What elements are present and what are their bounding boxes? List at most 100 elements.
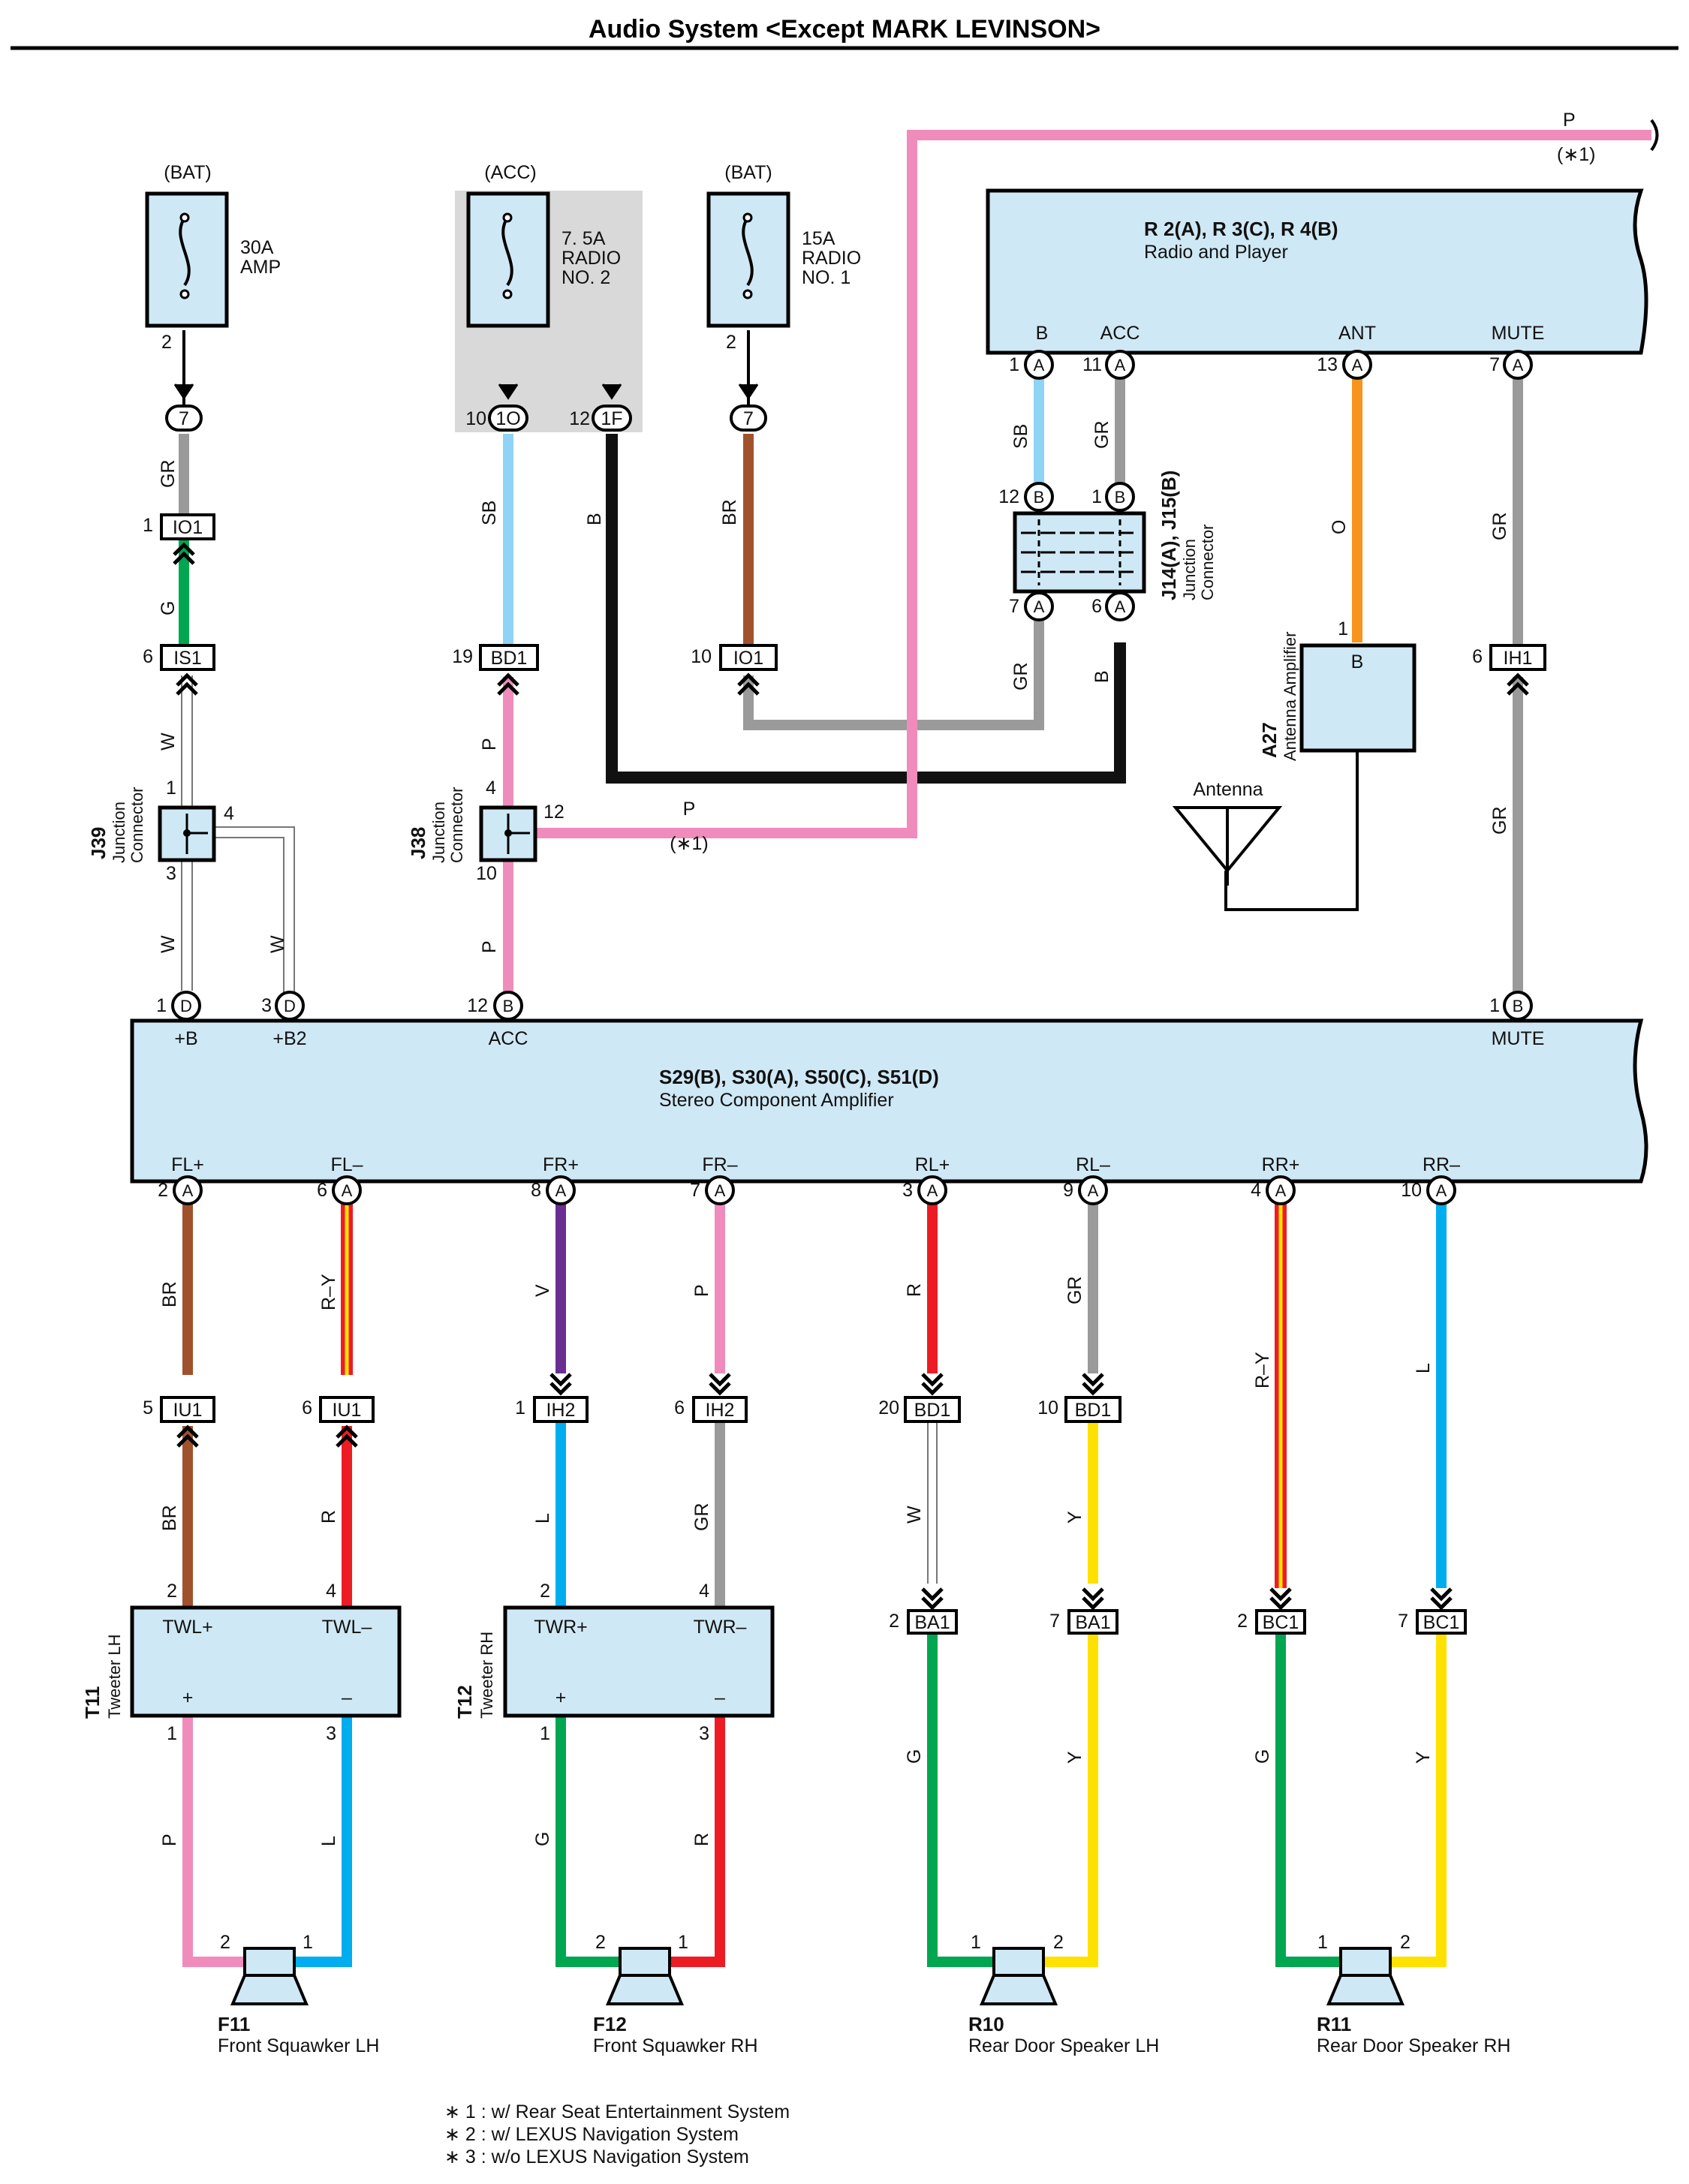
svg-text:IH1: IH1 [1504, 648, 1533, 669]
conn-1f: 12 1F [569, 405, 632, 432]
svg-text:R: R [318, 1510, 339, 1524]
svg-text:10: 10 [691, 646, 712, 667]
amp-pin-b2: 3 D [261, 991, 305, 1021]
j38-note: (∗1) [670, 833, 709, 854]
svg-text:A: A [715, 1181, 726, 1200]
svg-text:L: L [532, 1513, 553, 1524]
svg-text:2: 2 [220, 1932, 230, 1953]
svg-text:V: V [532, 1284, 553, 1297]
speaker-f12-code: F12 [593, 2013, 627, 2035]
conn-io1-amp: 1 IO1 [143, 513, 215, 564]
svg-text:BD1: BD1 [914, 1400, 951, 1421]
footnote-1: ∗ 1 : w/ Rear Seat Entertainment System [444, 2101, 790, 2122]
wire-w-rl [927, 1421, 938, 1584]
radio-p-label: P [1563, 110, 1576, 131]
conn-7-radio1: 7 [730, 405, 767, 432]
fuse-radio1-rating: 15A [802, 228, 835, 249]
svg-text:BC1: BC1 [1423, 1612, 1460, 1633]
svg-text:R: R [904, 1283, 925, 1297]
svg-text:2: 2 [1400, 1932, 1411, 1953]
wire-p-rse [534, 130, 1651, 838]
svg-text:D: D [284, 997, 296, 1015]
conn-iu1-a: 5 IU1 [143, 1396, 215, 1446]
svg-text:2: 2 [595, 1932, 606, 1953]
svg-text:7: 7 [743, 408, 754, 429]
wire-break-mark [1650, 119, 1659, 152]
svg-text:GR: GR [691, 1503, 712, 1532]
svg-text:2: 2 [167, 1581, 177, 1602]
svg-text:+: + [555, 1687, 567, 1708]
conn-bd1-rl-minus: 10 BD1 [1037, 1374, 1121, 1423]
wire-g-rd1 [927, 1633, 994, 1967]
antenna-label: Antenna [1193, 779, 1263, 800]
svg-text:6: 6 [1472, 646, 1483, 667]
footnote-3: ∗ 3 : w/o LEXUS Navigation System [444, 2146, 749, 2167]
svg-text:P: P [159, 1834, 180, 1846]
fuse-amp: (BAT) 30A AMP 2 [145, 162, 281, 353]
svg-text:A: A [555, 1181, 567, 1200]
svg-text:1: 1 [540, 1723, 550, 1744]
fuse-radio1-name-2: NO. 1 [802, 267, 851, 288]
svg-text:3: 3 [326, 1723, 336, 1744]
footnote-2: ∗ 2 : w/ LEXUS Navigation System [444, 2124, 739, 2145]
svg-text:ANT: ANT [1338, 323, 1376, 344]
svg-text:1: 1 [303, 1932, 313, 1953]
svg-text:TWL–: TWL– [322, 1617, 372, 1638]
conn-ba1-b: 7 BA1 [1049, 1589, 1118, 1635]
svg-text:G: G [904, 1749, 925, 1764]
svg-text:B: B [503, 997, 514, 1015]
fuse-radio2-rating: 7. 5A [561, 228, 606, 249]
speaker-f12-name: Front Squawker RH [593, 2035, 758, 2056]
j39-name-1: Junction [110, 802, 128, 863]
conn-ih1: 6 IH1 [1472, 644, 1546, 694]
svg-text:G: G [158, 601, 179, 615]
svg-text:L: L [1413, 1363, 1434, 1373]
arrow-amp [173, 384, 194, 400]
svg-text:BA1: BA1 [1075, 1612, 1110, 1633]
page-title: Audio System <Except MARK LEVINSON> [589, 15, 1100, 44]
speaker-f11: 2 1 F11 Front Squawker LH [218, 1932, 379, 2056]
svg-text:TWL+: TWL+ [162, 1617, 212, 1638]
svg-text:4: 4 [224, 803, 234, 824]
antenna-amp-name: Antenna Amplifier [1281, 632, 1299, 761]
svg-text:A: A [1034, 597, 1045, 616]
fuse-amp-rating: 30A [240, 237, 274, 258]
j38-code: J38 [407, 827, 429, 859]
svg-text:–: – [715, 1687, 725, 1708]
wire-l-sq1 [294, 1716, 352, 1967]
svg-text:7: 7 [1009, 596, 1019, 617]
svg-text:20: 20 [878, 1397, 899, 1418]
svg-text:1: 1 [515, 1397, 525, 1418]
svg-text:P: P [479, 738, 500, 751]
speaker-f12: 2 1 F12 Front Squawker RH [593, 1932, 758, 2056]
svg-text:ACC: ACC [489, 1028, 528, 1049]
svg-text:4: 4 [699, 1581, 709, 1602]
svg-text:10: 10 [476, 863, 497, 884]
wire-y-rd1 [1043, 1633, 1098, 1967]
svg-text:19: 19 [452, 646, 473, 667]
svg-text:IS1: IS1 [173, 648, 202, 669]
tweeter-rh-name: Tweeter RH [477, 1632, 496, 1719]
amp-pin-acc: 12 B [467, 991, 523, 1021]
radio-and-player: R 2(A), R 3(C), R 4(B) Radio and Player … [986, 110, 1648, 355]
svg-text:2: 2 [540, 1581, 550, 1602]
svg-text:IH2: IH2 [706, 1400, 735, 1421]
fuse-amp-pin: 2 [161, 332, 172, 353]
speaker-r10: 1 2 R10 Rear Door Speaker LH [968, 1932, 1159, 2056]
conn-ih2-a: 1 IH2 [515, 1374, 589, 1423]
svg-text:1: 1 [167, 1723, 177, 1744]
wire-y-rd2 [1390, 1633, 1447, 1967]
svg-text:4: 4 [486, 778, 496, 799]
svg-text:BR: BR [719, 499, 740, 525]
svg-text:GR: GR [1010, 663, 1031, 691]
svg-text:6: 6 [143, 646, 153, 667]
antenna-amp-code: A27 [1258, 722, 1281, 758]
svg-text:2: 2 [1237, 1611, 1248, 1632]
radio-pin-mute: 7 A [1489, 350, 1533, 380]
conn-io1-radio1: 10 IO1 [691, 644, 778, 694]
conn-is1: 6 IS1 [143, 644, 215, 694]
svg-text:FR+: FR+ [543, 1154, 579, 1175]
amp-pin-rl-plus: 3 A [902, 1175, 947, 1205]
svg-text:B: B [1513, 997, 1524, 1015]
